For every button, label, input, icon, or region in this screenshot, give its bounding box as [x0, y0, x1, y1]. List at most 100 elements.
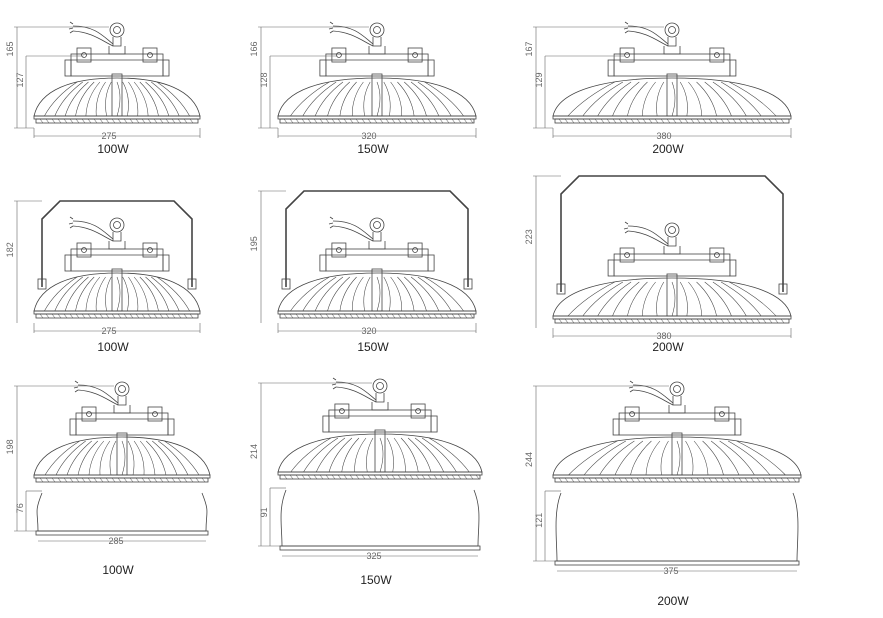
height-value: 223 [524, 229, 534, 244]
bracket-bolt-left-icon [281, 278, 291, 290]
height-value: 214 [249, 444, 259, 459]
reflector-rim [35, 530, 209, 536]
wattage-label: 200W [652, 142, 684, 156]
hanging-ring-icon [369, 22, 385, 38]
driver-box [618, 412, 736, 436]
hanging-ring-icon [114, 381, 130, 397]
reflector-height-value: 91 [259, 507, 269, 517]
heat-sink-dome [277, 77, 477, 117]
reflector [555, 492, 799, 562]
width-value: 285 [108, 536, 123, 546]
luminaire-housing [33, 21, 201, 124]
bracket-bolt-right-icon [463, 278, 473, 290]
mounting-bracket [560, 175, 784, 292]
width-value: 320 [361, 326, 376, 336]
mounting-bracket [41, 200, 193, 287]
heat-sink-fins [568, 440, 786, 476]
width-value: 325 [366, 551, 381, 561]
width-value: 275 [101, 326, 116, 336]
power-cable-icon [68, 21, 114, 47]
width-value: 275 [101, 131, 116, 141]
height-value: 182 [5, 242, 15, 257]
hanging-ring-icon [669, 381, 685, 397]
luminaire-housing [277, 377, 483, 480]
lens-rim [558, 477, 797, 483]
lens-rim [283, 474, 480, 480]
wattage-label: 200W [657, 594, 689, 608]
bracket-bolt-left-icon [556, 283, 566, 295]
luminaire-housing [552, 221, 792, 324]
body-height-value: 128 [259, 72, 269, 87]
reflector-height-value: 121 [534, 513, 544, 528]
heat-sink-fins [567, 281, 777, 317]
power-cable-icon [628, 380, 674, 406]
heat-sink-dome [277, 433, 483, 473]
heat-sink-fins [44, 276, 190, 312]
power-cable-icon [623, 221, 669, 247]
hanging-ring-icon [109, 217, 125, 233]
power-cable-icon [328, 21, 374, 47]
heat-sink-fins [567, 81, 777, 117]
heat-sink-fins [44, 81, 190, 117]
luminaire-housing [33, 380, 211, 483]
height-value: 166 [249, 41, 259, 56]
height-value: 167 [524, 41, 534, 56]
bracket-bolt-right-icon [187, 278, 197, 290]
height-value: 165 [5, 41, 15, 56]
power-cable-icon [73, 380, 119, 406]
height-value: 244 [524, 452, 534, 467]
wattage-label: 100W [102, 563, 134, 577]
hanging-ring-icon [369, 217, 385, 233]
power-cable-icon [328, 216, 374, 242]
heat-sink-dome [552, 77, 792, 117]
luminaire-housing [552, 21, 792, 124]
lens-rim [39, 118, 194, 124]
wattage-label: 150W [357, 340, 389, 354]
lens-rim [39, 313, 194, 319]
heat-sink-dome [552, 277, 792, 317]
heat-sink-dome [277, 272, 477, 312]
heat-sink-dome [552, 436, 802, 476]
power-cable-icon [68, 216, 114, 242]
lens-rim [283, 118, 474, 124]
luminaire-housing [552, 380, 802, 483]
power-cable-icon [623, 21, 669, 47]
height-value: 195 [249, 236, 259, 251]
body-height-value: 129 [534, 72, 544, 87]
heat-sink-fins [290, 81, 464, 117]
bracket-bolt-right-icon [778, 283, 788, 295]
hanging-ring-icon [109, 22, 125, 38]
wattage-label: 150W [360, 573, 392, 587]
luminaire-housing [277, 216, 477, 319]
heat-sink-fins [44, 440, 200, 476]
width-value: 375 [663, 566, 678, 576]
reflector-height-value: 76 [15, 503, 25, 513]
wattage-label: 150W [357, 142, 389, 156]
reflector-rim [554, 560, 800, 566]
lens-rim [558, 318, 785, 324]
hanging-ring-icon [372, 378, 388, 394]
width-value: 380 [656, 131, 671, 141]
luminaire-housing [33, 216, 201, 319]
heat-sink-dome [33, 77, 201, 117]
lens-rim [39, 477, 206, 483]
luminaire-housing [277, 21, 477, 124]
height-value: 198 [5, 439, 15, 454]
lens-rim [283, 313, 474, 319]
hanging-ring-icon [664, 22, 680, 38]
body-height-value: 127 [15, 72, 25, 87]
wattage-label: 100W [97, 340, 129, 354]
width-value: 320 [361, 131, 376, 141]
power-cable-icon [331, 377, 377, 403]
width-value: 380 [656, 331, 671, 341]
